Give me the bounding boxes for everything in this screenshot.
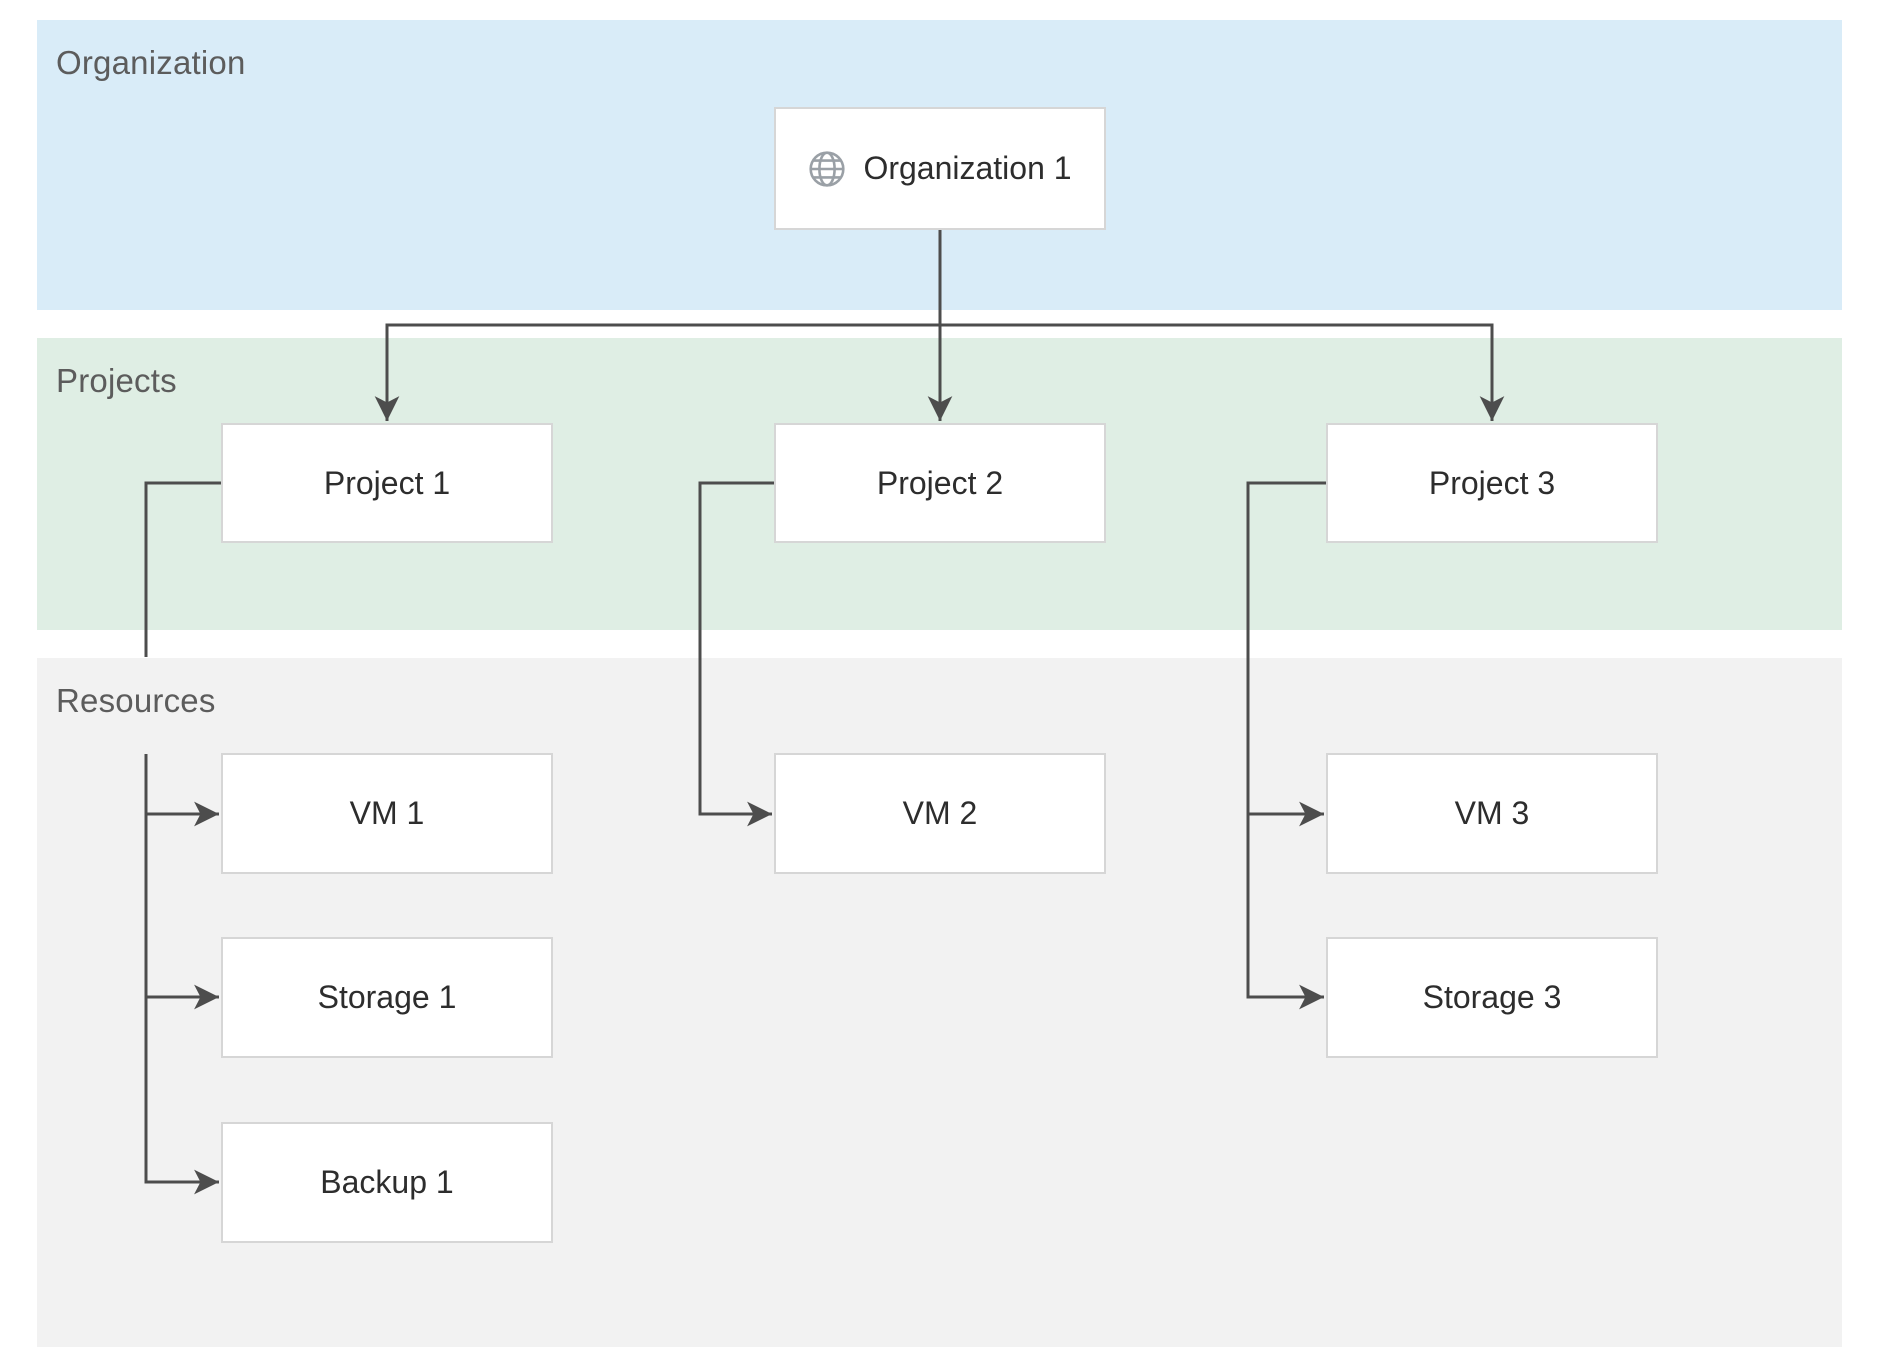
node-label-vm-2: VM 2 bbox=[902, 795, 978, 831]
node-label-project-2: Project 2 bbox=[876, 464, 1004, 501]
band-label-projects: Projects bbox=[56, 362, 177, 399]
node-label-vm-3: VM 3 bbox=[1454, 795, 1530, 831]
node-vm-2: VM 2 bbox=[774, 753, 1106, 874]
node-label-storage-3: Storage 3 bbox=[1422, 979, 1562, 1015]
node-storage-1: Storage 1 bbox=[221, 937, 553, 1058]
node-label-storage-1: Storage 1 bbox=[317, 979, 457, 1015]
node-label-project-1: Project 1 bbox=[323, 464, 451, 501]
node-vm-3: VM 3 bbox=[1326, 753, 1658, 874]
node-project-2: Project 2 bbox=[774, 423, 1106, 543]
node-backup-1: Backup 1 bbox=[221, 1122, 553, 1243]
node-organization-1: Organization 1 bbox=[774, 107, 1106, 230]
band-label-organization: Organization bbox=[56, 44, 246, 81]
node-project-1: Project 1 bbox=[221, 423, 553, 543]
node-project-3: Project 3 bbox=[1326, 423, 1658, 543]
globe-icon bbox=[809, 150, 846, 187]
node-label-organization-1: Organization 1 bbox=[863, 150, 1072, 186]
band-label-resources: Resources bbox=[56, 682, 216, 719]
node-label-vm-1: VM 1 bbox=[349, 795, 425, 831]
node-storage-3: Storage 3 bbox=[1326, 937, 1658, 1058]
node-label-backup-1: Backup 1 bbox=[320, 1164, 454, 1200]
node-label-project-3: Project 3 bbox=[1428, 464, 1556, 501]
node-vm-1: VM 1 bbox=[221, 753, 553, 874]
